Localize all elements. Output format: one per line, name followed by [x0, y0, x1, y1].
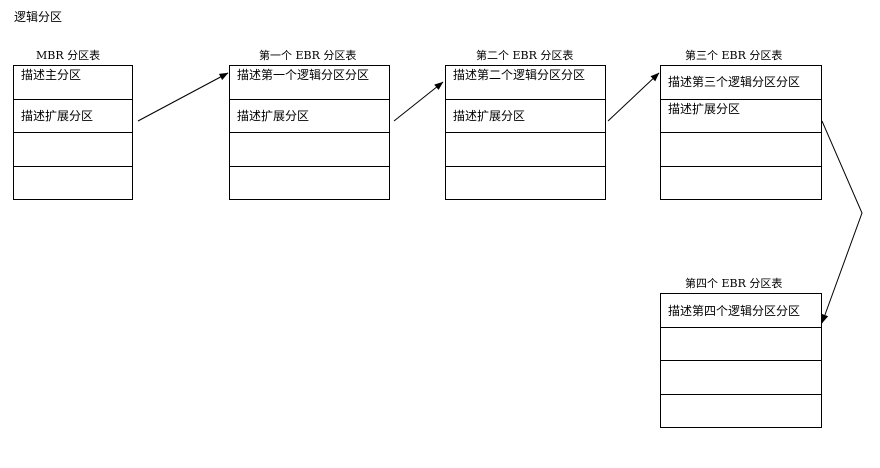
ebr3-row-empty-4	[660, 166, 822, 200]
ebr2-table-caption: 第二个 EBR 分区表	[476, 49, 574, 62]
ebr2-row-empty-4	[445, 166, 606, 200]
ebr4-row-empty-4	[660, 394, 822, 428]
arrow-ebr1-to-ebr2	[393, 81, 444, 122]
ebr3-table-caption: 第三个 EBR 分区表	[685, 49, 783, 62]
arrow-mbr-to-ebr1	[137, 72, 229, 122]
arrow-ebr2-to-ebr3	[607, 72, 660, 122]
ebr4-table-caption: 第四个 EBR 分区表	[685, 277, 783, 290]
arrow-ebr3-to-ebr4	[821, 120, 863, 324]
ebr1-row-empty-4	[229, 166, 390, 200]
mbr-row-empty-4	[13, 166, 133, 200]
mbr-table-caption: MBR 分区表	[36, 49, 101, 62]
page-title: 逻辑分区	[14, 10, 63, 24]
ebr1-table-caption: 第一个 EBR 分区表	[259, 49, 357, 62]
